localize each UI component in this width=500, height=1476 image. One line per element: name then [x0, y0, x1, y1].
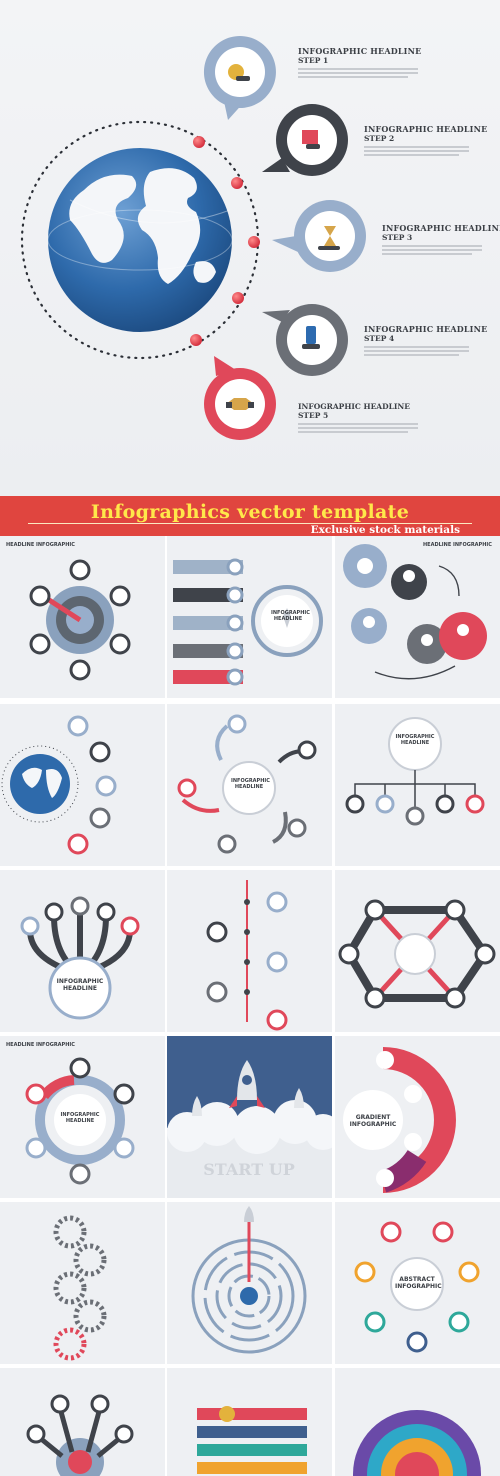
thumb-gradient: GRADIENT INFOGRAPHIC [335, 1036, 500, 1198]
banner-title: Infographics vector template [90, 501, 410, 523]
thumb-books [167, 1368, 332, 1476]
thumb-options-flow: HEADLINE INFOGRAPHIC [335, 536, 500, 698]
step4-label: STEP 4 [364, 334, 395, 343]
banner-divider [28, 523, 472, 524]
title-banner: Infographics vector template Exclusive s… [0, 496, 500, 536]
thumb-hub-spokes: HEADLINE INFOGRAPHIC [0, 536, 165, 698]
thumb-timeline [167, 870, 332, 1032]
thumb-abstract: ABSTRACT INFOGRAPHIC [335, 1202, 500, 1364]
step3-pin [272, 200, 366, 272]
thumb-tree: INFOGRAPHIC HEADLINE [335, 704, 500, 866]
thumb-label: HEADLINE INFOGRAPHIC [423, 542, 492, 548]
thumb-label: HEADLINE INFOGRAPHIC [6, 542, 75, 548]
step3-text: INFOGRAPHIC HEADLINE STEP 3 [382, 224, 500, 257]
step5-label: STEP 5 [298, 411, 329, 420]
step4-text: INFOGRAPHIC HEADLINE STEP 4 [364, 325, 494, 358]
thumb-startup: START UP [167, 1036, 332, 1198]
thumb-ring: HEADLINE INFOGRAPHIC INFOGRAPHIC HEADLIN… [0, 1036, 165, 1198]
startup-title: START UP [203, 1160, 295, 1179]
thumb-circle-label: INFOGRAPHIC HEADLINE [231, 778, 270, 790]
abstract-title: ABSTRACT INFOGRAPHIC [395, 1276, 442, 1290]
thumbnail-grid: HEADLINE INFOGRAPHIC INFOGRAPHIC HEADLIN… [0, 536, 500, 1476]
gradient-title: GRADIENT INFOGRAPHIC [349, 1114, 397, 1128]
thumb-concentric [335, 1368, 500, 1476]
globe-icon [47, 148, 233, 332]
thumb-globe [0, 704, 165, 866]
hero-graphic [20, 36, 366, 440]
step2-label: STEP 2 [364, 134, 395, 143]
step5-headline: INFOGRAPHIC HEADLINE [298, 402, 410, 411]
step5-text: INFOGRAPHIC HEADLINE STEP 5 [298, 402, 428, 435]
step3-headline: INFOGRAPHIC HEADLINE [382, 223, 500, 233]
thumb-gears [0, 1202, 165, 1364]
thumb-bars-circle: INFOGRAPHIC HEADLINE [167, 536, 332, 698]
hero-infographic: INFOGRAPHIC HEADLINE STEP 1 INFOGRAPHIC … [0, 0, 500, 496]
thumb-circle-label: INFOGRAPHIC HEADLINE [395, 734, 435, 746]
step1-label: STEP 1 [298, 56, 329, 65]
thumb-maze [167, 1202, 332, 1364]
thumb-circle-label: INFOGRAPHIC HEADLINE [60, 1112, 100, 1124]
thumb-label: HEADLINE INFOGRAPHIC [6, 1042, 75, 1048]
thumb-network [335, 870, 500, 1032]
thumb-hand-hub [0, 1368, 165, 1476]
step4-headline: INFOGRAPHIC HEADLINE [364, 324, 488, 334]
banner-subtitle: Exclusive stock materials [310, 524, 460, 536]
step1-headline: INFOGRAPHIC HEADLINE [298, 46, 422, 56]
step1-text: INFOGRAPHIC HEADLINE STEP 1 [298, 47, 428, 80]
step2-pin [262, 104, 348, 176]
step4-pin [262, 304, 348, 376]
thumb-cycle-arrows: INFOGRAPHIC HEADLINE [167, 704, 332, 866]
thumb-circle-label: INFOGRAPHIC HEADLINE [56, 978, 104, 992]
thumb-branches: INFOGRAPHIC HEADLINE [0, 870, 165, 1032]
step3-label: STEP 3 [382, 233, 413, 242]
step1-pin [203, 36, 276, 120]
step2-text: INFOGRAPHIC HEADLINE STEP 2 [364, 125, 494, 158]
step5-pin [204, 356, 276, 440]
thumb-circle-label: INFOGRAPHIC HEADLINE [271, 610, 310, 622]
step2-headline: INFOGRAPHIC HEADLINE [364, 124, 488, 134]
